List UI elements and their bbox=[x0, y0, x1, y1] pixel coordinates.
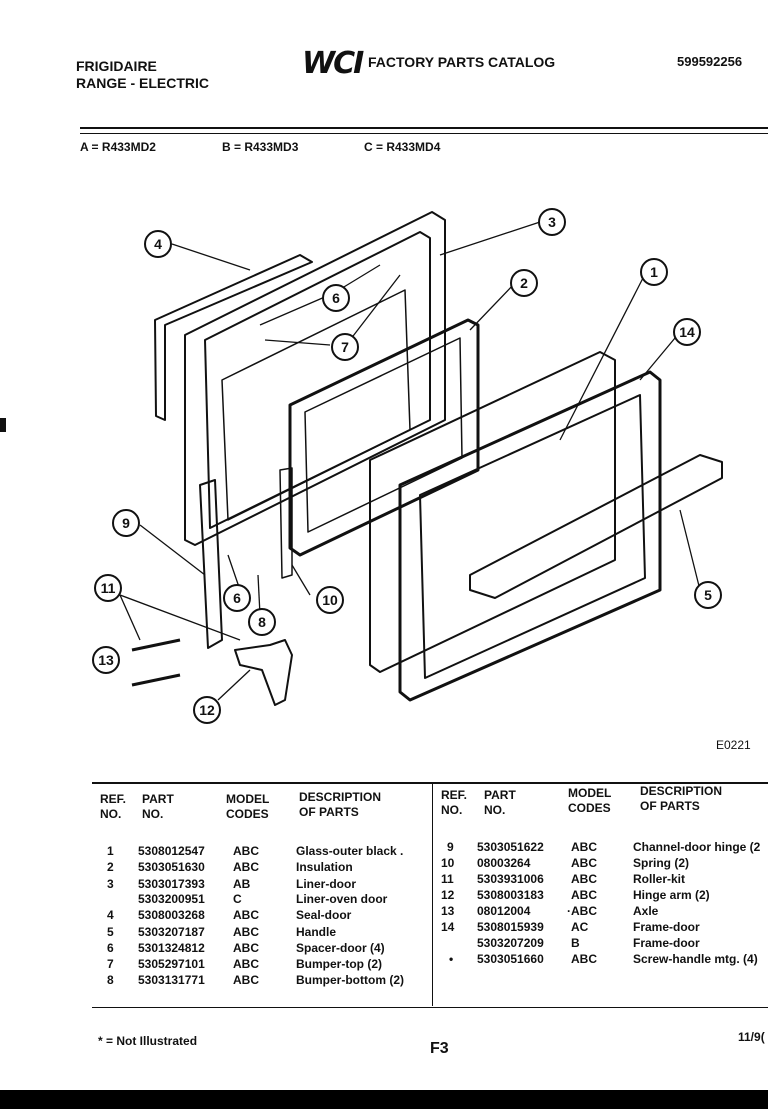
model-c: C = R433MD4 bbox=[364, 140, 441, 154]
callout-8: 8 bbox=[258, 614, 266, 630]
not-illustrated-note: * = Not Illustrated bbox=[98, 1034, 198, 1048]
page-number: F3 bbox=[430, 1040, 449, 1057]
header-rule bbox=[80, 127, 768, 129]
glass-outer-part bbox=[369, 351, 616, 673]
binding-mark bbox=[0, 418, 6, 432]
handle-part bbox=[469, 454, 723, 599]
callout-2: 2 bbox=[520, 275, 528, 291]
insulation-part bbox=[288, 318, 480, 557]
brand-block: FRIGIDAIRE RANGE - ELECTRIC bbox=[76, 58, 209, 92]
callout-1: 1 bbox=[650, 264, 658, 280]
callout-6b: 6 bbox=[233, 590, 241, 606]
channel-hinge-part bbox=[199, 479, 223, 649]
callout-7: 7 bbox=[341, 339, 349, 355]
header-rule-thin bbox=[80, 133, 768, 134]
hdr-ref-left: REF.NO. bbox=[100, 792, 127, 821]
table-bottom-rule bbox=[92, 1007, 768, 1008]
table-top-rule bbox=[92, 782, 768, 784]
callout-9: 9 bbox=[122, 515, 130, 531]
table-column-divider bbox=[432, 784, 433, 1006]
wci-logo: WCI bbox=[302, 46, 364, 81]
hinge-arm-part bbox=[234, 639, 293, 706]
seal-door-part bbox=[154, 254, 313, 421]
callout-14: 14 bbox=[679, 324, 695, 340]
hdr-ref-right: REF.NO. bbox=[441, 788, 468, 817]
frame-door-part bbox=[398, 370, 662, 702]
callout-6: 6 bbox=[332, 290, 340, 306]
callout-4: 4 bbox=[154, 236, 162, 252]
document-number: 599592256 bbox=[677, 54, 743, 69]
exploded-door-diagram: 4 3 2 1 14 6 7 9 6 8 10 11 13 12 5 bbox=[92, 208, 723, 724]
product-line: RANGE - ELECTRIC bbox=[76, 75, 209, 91]
spring-part bbox=[279, 467, 293, 579]
callout-5: 5 bbox=[704, 587, 712, 603]
callout-12: 12 bbox=[199, 702, 215, 718]
callout-13: 13 bbox=[98, 652, 114, 668]
model-b: B = R433MD3 bbox=[222, 140, 299, 154]
callout-11: 11 bbox=[101, 580, 116, 596]
liner-door-part bbox=[184, 211, 446, 546]
catalog-title: FACTORY PARTS CATALOG bbox=[368, 54, 556, 70]
revision-date: 11/9( bbox=[738, 1030, 765, 1044]
brand-name: FRIGIDAIRE bbox=[76, 58, 157, 74]
callout-10: 10 bbox=[322, 592, 338, 608]
callout-3: 3 bbox=[548, 214, 556, 230]
diagram-code: E0221 bbox=[716, 738, 751, 752]
model-a: A = R433MD2 bbox=[80, 140, 156, 154]
